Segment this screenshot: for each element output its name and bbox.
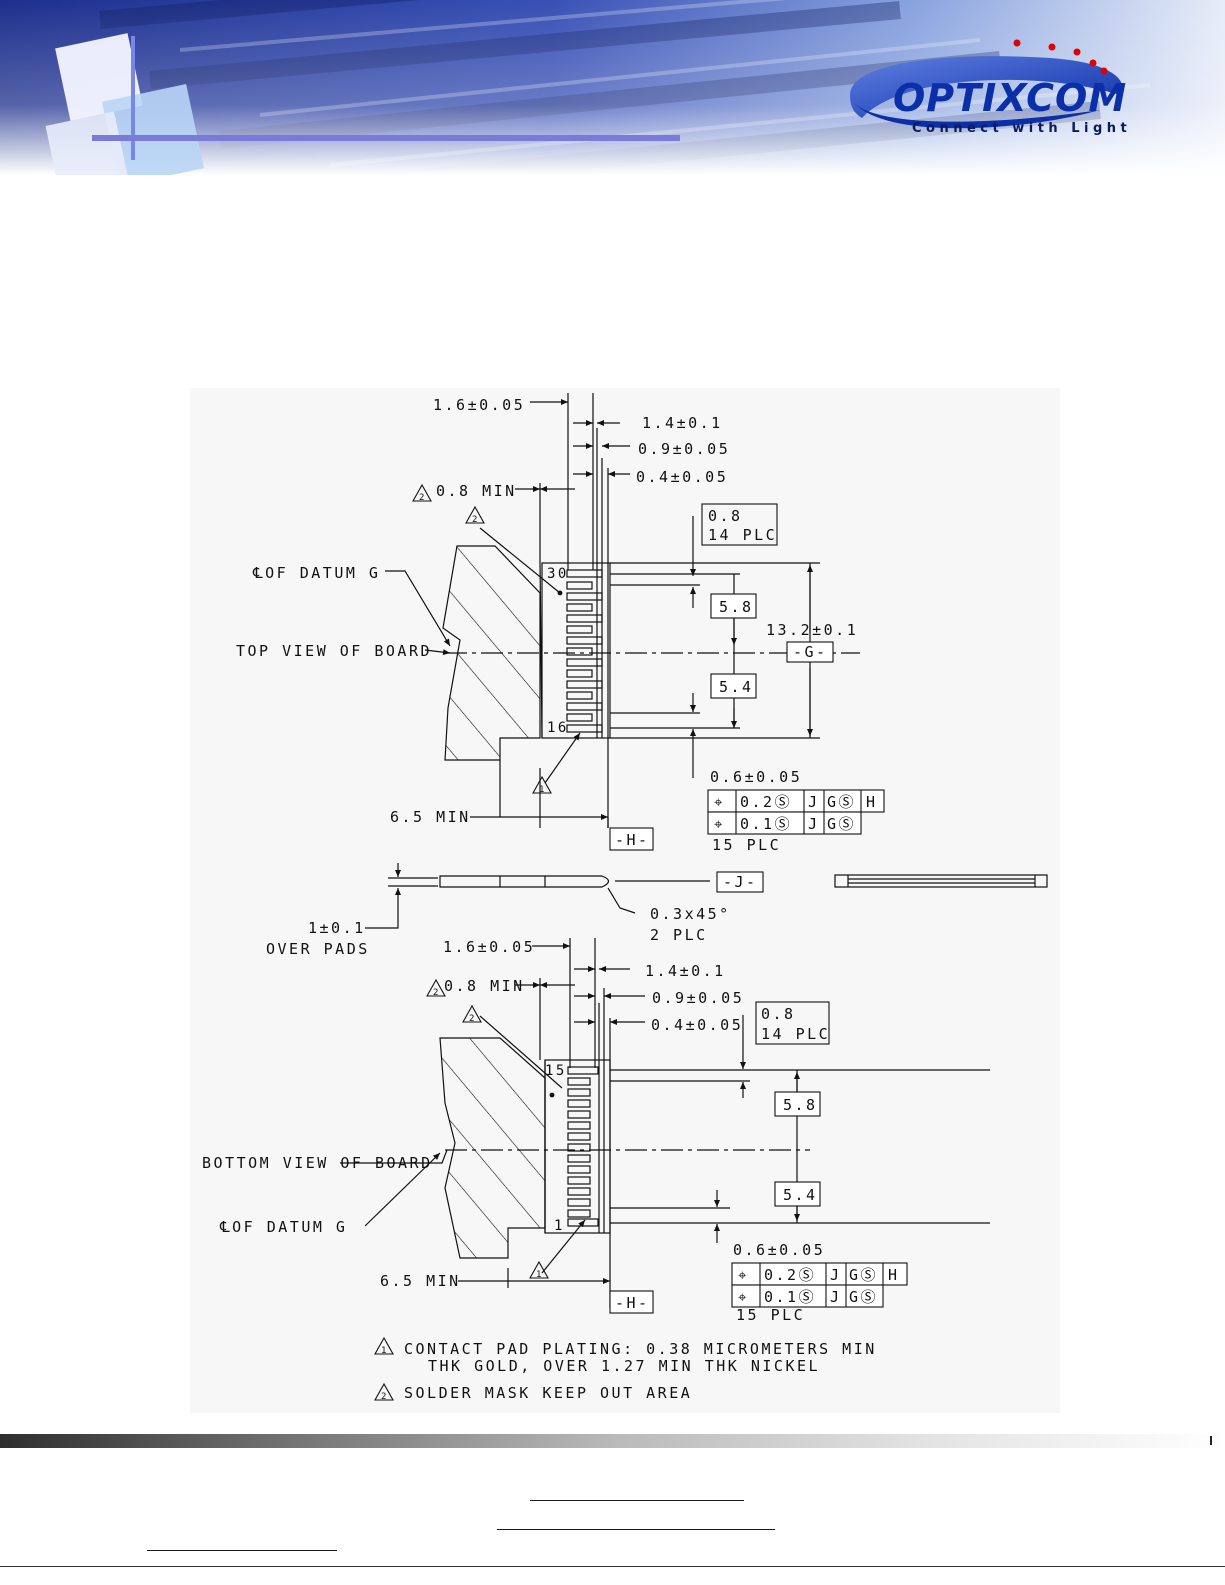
svg-text:⌖: ⌖ [738, 1288, 749, 1306]
top-dim-5-8: 5.8 [719, 598, 754, 616]
note2-flag-icon: 2 [412, 483, 432, 503]
svg-text:1: 1 [536, 1270, 541, 1280]
note2-flag-icon: 2 [374, 1382, 394, 1402]
top-dim-0-4: 0.4±0.05 [636, 468, 728, 486]
bottom-dim-1-4: 1.4±0.1 [645, 962, 726, 980]
svg-text:GⓈ: GⓈ [849, 1288, 878, 1306]
decorative-squares [45, 33, 680, 175]
bottom-keepout-min: 0.8 MIN [444, 977, 525, 995]
top-dim-6-5: 6.5 MIN [390, 808, 471, 826]
bottom-plc-15: 15 PLC [736, 1306, 805, 1324]
top-dim-0-6: 0.6±0.05 [710, 768, 802, 786]
footer-gradient-bar [0, 1434, 1225, 1448]
svg-text:GⓈ: GⓈ [849, 1266, 878, 1284]
top-datum-g: -G- [793, 643, 828, 661]
svg-text:H: H [888, 1266, 900, 1284]
top-view [385, 393, 860, 828]
footer-link-underline [147, 1550, 337, 1551]
svg-text:Connect with Light: Connect with Light [912, 121, 1131, 136]
side-chamfer-2: 2 PLC [650, 926, 708, 944]
header-banner: OPTIXCOM Connect with Light [0, 0, 1225, 175]
top-dim-13-2: 13.2±0.1 [766, 621, 858, 639]
svg-text:1: 1 [381, 1346, 386, 1356]
note2-flag-icon: 2 [426, 978, 446, 998]
bottom-cl-datum: ℄OF DATUM G [219, 1218, 347, 1236]
bottom-dim-0-6: 0.6±0.05 [733, 1241, 825, 1259]
svg-text:GⓈ: GⓈ [827, 815, 856, 833]
bottom-dim-0-4: 0.4±0.05 [651, 1016, 743, 1034]
svg-text:2: 2 [469, 1014, 474, 1024]
bottom-view [340, 938, 990, 1308]
svg-text:J: J [830, 1288, 842, 1306]
side-chamfer-1: 0.3x45° [650, 905, 731, 923]
bottom-feature-control-frame: ⌖ 0.2Ⓢ J GⓈ H ⌖ 0.1Ⓢ J GⓈ [731, 1262, 908, 1308]
bottom-view-label: BOTTOM VIEW OF BOARD [202, 1154, 433, 1172]
note2-flag-icon: 2 [462, 1004, 482, 1024]
svg-text:2: 2 [381, 1392, 386, 1402]
svg-text:0.2Ⓢ: 0.2Ⓢ [764, 1266, 816, 1284]
note2-flag-icon: 2 [465, 505, 485, 525]
svg-text:0.2Ⓢ: 0.2Ⓢ [740, 793, 792, 811]
top-plc-15: 15 PLC [712, 836, 781, 854]
side-view [365, 863, 1048, 929]
note1-line2: THK GOLD, OVER 1.27 MIN THK NICKEL [428, 1357, 820, 1375]
footer-link-underline [530, 1500, 744, 1501]
svg-text:⌖: ⌖ [714, 815, 725, 833]
svg-text:2: 2 [419, 493, 424, 503]
page-bottom-rule [0, 1566, 1225, 1567]
bottom-dim-1-6: 1.6±0.05 [443, 938, 535, 956]
bottom-pitch-box-2: 14 PLC [761, 1025, 830, 1043]
svg-text:1: 1 [539, 785, 544, 795]
top-dim-0-9: 0.9±0.05 [638, 440, 730, 458]
svg-text:⌖: ⌖ [714, 793, 725, 811]
top-cl-datum: ℄OF DATUM G [252, 564, 380, 582]
top-pin-30: 30 [547, 566, 569, 582]
optixcom-logo: OPTIXCOM Connect with Light [850, 39, 1131, 136]
top-dim-1-4: 1.4±0.1 [642, 414, 723, 432]
mechanical-drawing: 1.6±0.05 1.4±0.1 0.9±0.05 0.4±0.05 2 0.8… [190, 388, 1060, 1413]
side-datum-j: -J- [723, 873, 758, 891]
note1-flag-icon: 1 [374, 1336, 394, 1356]
bottom-datum-h: -H- [615, 1294, 650, 1312]
footer-link-underline [497, 1529, 775, 1530]
bottom-pitch-box-1: 0.8 [761, 1005, 796, 1023]
bottom-view-pads [567, 1066, 599, 1227]
bottom-pin-15: 15 [545, 1063, 567, 1079]
bottom-pin-1: 1 [554, 1218, 565, 1234]
top-dim-1-6: 1.6±0.05 [433, 396, 525, 414]
side-thick-1: 1±0.1 [308, 919, 366, 937]
top-view-label: TOP VIEW OF BOARD [236, 642, 432, 660]
svg-text:H: H [866, 793, 878, 811]
svg-text:0.1Ⓢ: 0.1Ⓢ [764, 1288, 816, 1306]
top-keepout-min: 0.8 MIN [436, 482, 517, 500]
bottom-dim-5-4: 5.4 [783, 1186, 818, 1204]
svg-text:GⓈ: GⓈ [827, 793, 856, 811]
top-pitch-box-2: 14 PLC [708, 526, 777, 544]
bottom-dim-5-8: 5.8 [783, 1096, 818, 1114]
svg-text:J: J [808, 815, 820, 833]
top-feature-control-frame: ⌖ 0.2Ⓢ J GⓈ H ⌖ 0.1Ⓢ J GⓈ [707, 789, 885, 835]
svg-text:0.1Ⓢ: 0.1Ⓢ [740, 815, 792, 833]
svg-text:J: J [830, 1266, 842, 1284]
top-dim-5-4: 5.4 [719, 678, 754, 696]
footer-edge-mark [1210, 1436, 1212, 1445]
note1-flag-icon: 1 [529, 1260, 549, 1280]
note1-line1: CONTACT PAD PLATING: 0.38 MICROMETERS MI… [404, 1340, 877, 1358]
svg-text:OPTIXCOM: OPTIXCOM [893, 76, 1127, 120]
note2-line: SOLDER MASK KEEP OUT AREA [404, 1384, 692, 1402]
top-pin-16: 16 [547, 720, 569, 736]
note1-flag-icon: 1 [532, 775, 552, 795]
svg-text:2: 2 [472, 515, 477, 525]
svg-text:⌖: ⌖ [738, 1266, 749, 1284]
bottom-dim-6-5: 6.5 MIN [380, 1272, 461, 1290]
top-datum-h: -H- [615, 831, 650, 849]
svg-text:2: 2 [433, 988, 438, 998]
bottom-dim-0-9: 0.9±0.05 [652, 989, 744, 1007]
svg-text:J: J [808, 793, 820, 811]
top-pitch-box-1: 0.8 [708, 507, 743, 525]
side-thick-2: OVER PADS [266, 940, 370, 958]
